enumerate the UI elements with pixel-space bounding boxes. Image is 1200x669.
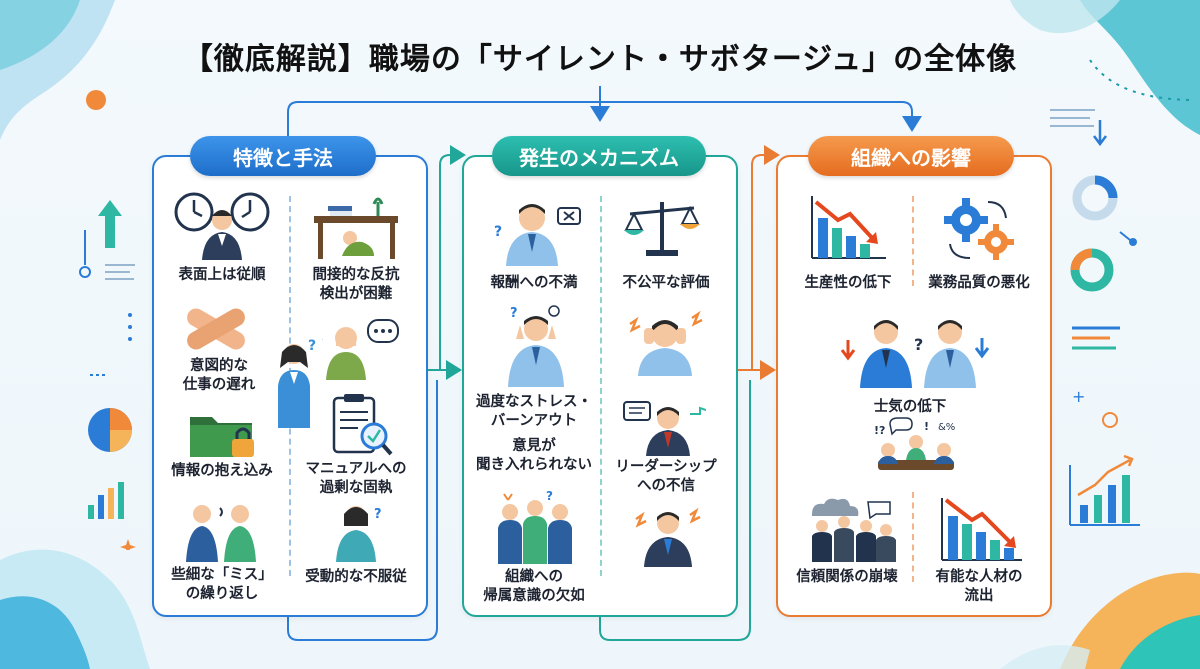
mechanism-item-6: 組織への帰属意識の欠如 (483, 569, 585, 604)
features-item-6: 些細な「ミス」の繰り返し (171, 567, 273, 602)
impact-item-3: 士気の低下 (873, 399, 947, 415)
right-decor-icons: + + (1050, 109, 1140, 526)
impact-divider-top (912, 196, 914, 286)
svg-text:?: ? (322, 333, 323, 352)
mechanism-item-2: 不公平な評価 (622, 275, 710, 291)
clipboard-magnifier-icon (332, 394, 393, 456)
svg-text:!: ! (924, 420, 929, 433)
left-decor-icons (79, 200, 136, 550)
tense-meeting-icon: !? ! &% (874, 417, 955, 470)
low-morale-workers-icon: ? (840, 320, 990, 388)
pondering-woman-icon: ? (278, 338, 316, 428)
features-item-7: 受動的な不服従 (305, 569, 407, 585)
mechanism-item-4: 意見が聞き入れられない (476, 438, 592, 473)
passive-woman-icon: ? (336, 506, 382, 562)
frustrated-man-icon: ? (322, 319, 399, 380)
ignored-opinion-icon (623, 401, 706, 456)
features-item-2: 間接的な反抗検出が困難 (312, 267, 400, 302)
svg-text:&%: &% (938, 422, 955, 433)
mechanism-header: 発生のメカニズム (492, 136, 706, 176)
talent-outflow-chart-icon (941, 498, 1022, 561)
svg-text:?: ? (546, 490, 553, 503)
burnout-headache-icon (629, 310, 703, 376)
mechanism-item-3: 過度なストレス・バーンアウト (476, 394, 592, 429)
angry-leader-icon (635, 507, 701, 567)
impact-header: 組織への影響 (808, 136, 1014, 176)
broken-gears-icon (944, 198, 1014, 260)
features-item-1: 表面上は従順 (178, 267, 266, 283)
features-item-4: 情報の抱え込み (171, 463, 273, 479)
broken-trust-icon (812, 498, 896, 562)
disconnected-group-icon: ? (498, 490, 572, 564)
svg-text:?: ? (510, 306, 518, 321)
stressed-worker-icon: ? (508, 305, 564, 387)
impact-item-5: 有能な人材の流出 (935, 569, 1023, 604)
svg-text:?: ? (914, 335, 923, 354)
svg-text:+: + (1072, 387, 1085, 406)
features-item-5: マニュアルへの過剰な固執 (305, 461, 407, 496)
mechanism-divider (600, 196, 602, 576)
svg-text:?: ? (308, 338, 316, 354)
clocks-businessman-icon (174, 192, 270, 260)
impact-item-2: 業務品質の悪化 (928, 275, 1030, 291)
mechanism-item-1: 報酬への不満 (490, 275, 578, 291)
svg-text:?: ? (494, 224, 502, 240)
features-item-3: 意図的な仕事の遅れ (182, 358, 256, 393)
declining-bar-chart-icon (811, 196, 886, 259)
svg-text:?: ? (374, 507, 382, 522)
dissatisfied-worker-icon: ? (494, 204, 581, 266)
locked-folder-icon (190, 417, 254, 457)
svg-text:!?: !? (874, 424, 885, 437)
page-title: 【徹底解説】職場の「サイレント・サボタージュ」の全体像 (182, 42, 1018, 77)
unbalanced-scale-icon (624, 202, 700, 256)
features-header: 特徴と手法 (190, 136, 376, 176)
impact-item-1: 生産性の低下 (804, 275, 892, 291)
blaming-people-icon (186, 505, 256, 562)
impact-divider-bottom (912, 492, 914, 582)
crossed-arms-icon (187, 308, 245, 350)
hiding-under-desk-icon (314, 197, 398, 259)
impact-item-4: 信頼関係の崩壊 (796, 569, 898, 585)
mechanism-item-5: リーダーシップへの不信 (615, 459, 717, 494)
